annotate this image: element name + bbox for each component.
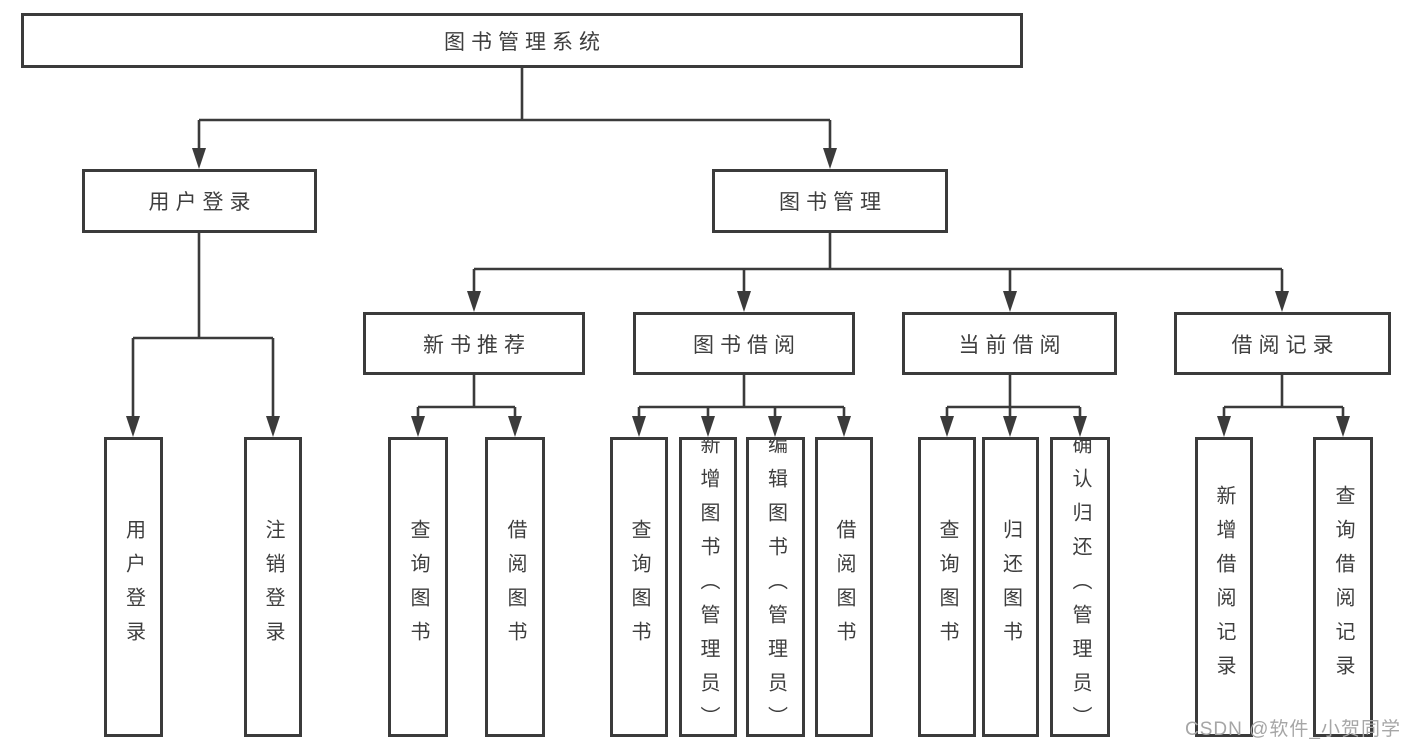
leaf-add-borrow-record: 新增借阅记录 bbox=[1195, 437, 1253, 737]
connector-new-books-to-leaves bbox=[411, 375, 522, 437]
node-root-library-system: 图书管理系统 bbox=[21, 13, 1023, 68]
leaf-edit-book-admin: 编辑图书（管理员） bbox=[746, 437, 805, 737]
csdn-watermark: CSDN @软件_小贺同学 bbox=[1185, 719, 1401, 740]
leaf-user-login-label: 用户登录 bbox=[122, 519, 145, 655]
connector-book-mgmt-to-level3 bbox=[467, 233, 1289, 312]
node-current-borrowing: 当前借阅 bbox=[902, 312, 1117, 375]
leaf-add-book-admin: 新增图书（管理员） bbox=[679, 437, 737, 737]
leaf-logout: 注销登录 bbox=[244, 437, 302, 737]
leaf-current-query-book: 查询图书 bbox=[918, 437, 976, 737]
node-current-borrowing-label: 当前借阅 bbox=[958, 333, 1067, 357]
leaf-add-book-admin-label: 新增图书（管理员） bbox=[697, 437, 719, 737]
node-book-borrowing-label: 图书借阅 bbox=[693, 333, 801, 357]
node-book-borrowing: 图书借阅 bbox=[633, 312, 855, 375]
node-new-book-recommend: 新书推荐 bbox=[363, 312, 585, 375]
node-borrowing-records-label: 借阅记录 bbox=[1231, 333, 1340, 357]
leaf-borrow-book: 借阅图书 bbox=[815, 437, 873, 737]
leaf-user-login: 用户登录 bbox=[104, 437, 163, 737]
leaf-edit-book-admin-label: 编辑图书（管理员） bbox=[764, 437, 787, 737]
leaf-confirm-return-admin: 确认归还（管理员） bbox=[1050, 437, 1110, 737]
node-book-management-label: 图书管理 bbox=[779, 191, 887, 214]
node-user-login: 用户登录 bbox=[82, 169, 317, 233]
connector-current-borrow-to-leaves bbox=[940, 375, 1087, 437]
leaf-borrow-query-book: 查询图书 bbox=[610, 437, 668, 737]
leaf-newbooks-query-book: 查询图书 bbox=[388, 437, 448, 737]
leaf-confirm-return-admin-label: 确认归还（管理员） bbox=[1069, 437, 1091, 737]
connector-borrow-records-to-leaves bbox=[1217, 375, 1350, 437]
leaf-logout-label: 注销登录 bbox=[262, 519, 284, 655]
leaf-return-book: 归还图书 bbox=[982, 437, 1039, 737]
connector-book-borrow-to-leaves bbox=[632, 375, 851, 437]
leaf-newbooks-borrow-book: 借阅图书 bbox=[485, 437, 545, 737]
leaf-query-borrow-record-label: 查询借阅记录 bbox=[1332, 485, 1354, 689]
leaf-current-query-book-label: 查询图书 bbox=[936, 519, 958, 655]
leaf-borrow-book-label: 借阅图书 bbox=[833, 519, 855, 655]
leaf-newbooks-query-book-label: 查询图书 bbox=[407, 519, 429, 655]
node-borrowing-records: 借阅记录 bbox=[1174, 312, 1391, 375]
connector-root-to-level2 bbox=[192, 68, 837, 169]
leaf-newbooks-borrow-book-label: 借阅图书 bbox=[504, 519, 526, 655]
connector-user-login-to-leaves bbox=[126, 233, 280, 437]
node-book-management: 图书管理 bbox=[712, 169, 948, 233]
node-user-login-label: 用户登录 bbox=[148, 191, 257, 214]
leaf-add-borrow-record-label: 新增借阅记录 bbox=[1213, 485, 1235, 689]
node-root-label: 图书管理系统 bbox=[444, 30, 606, 54]
leaf-borrow-query-book-label: 查询图书 bbox=[628, 519, 650, 655]
leaf-query-borrow-record: 查询借阅记录 bbox=[1313, 437, 1373, 737]
leaf-return-book-label: 归还图书 bbox=[999, 519, 1022, 655]
node-new-book-recommend-label: 新书推荐 bbox=[423, 333, 531, 357]
